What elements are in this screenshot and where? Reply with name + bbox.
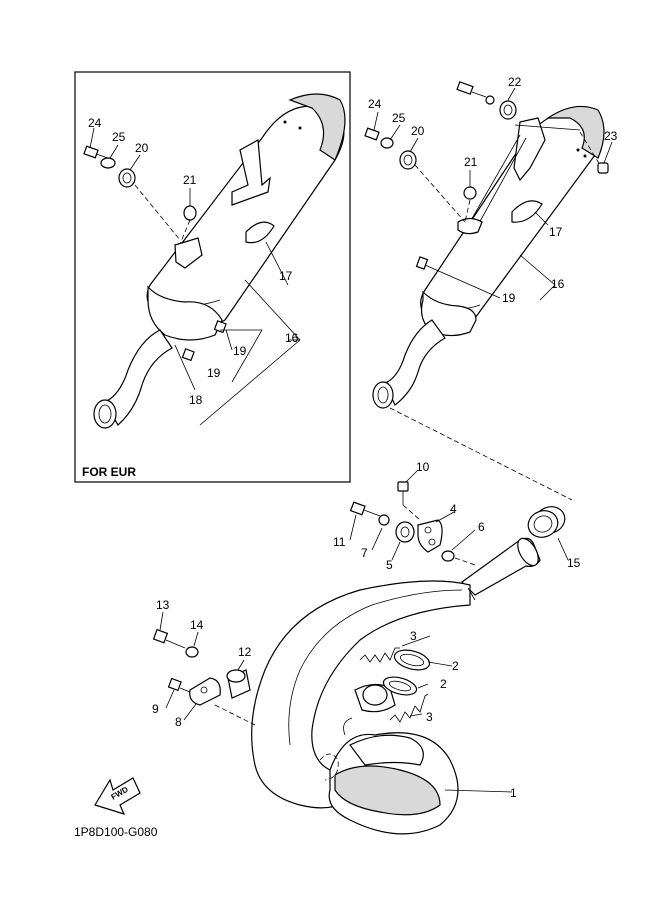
callout-21: 21 [464,155,478,169]
callout-6: 6 [478,520,485,534]
inset-callout-19-upper: 19 [233,344,247,358]
silencer-hardware [364,81,609,270]
joint-hardware [349,481,476,566]
callout-19: 19 [502,291,516,305]
callout-7: 7 [361,546,368,560]
callout-2-lower: 2 [440,677,447,691]
callout-2-upper: 2 [452,659,459,673]
callout-12: 12 [238,645,252,659]
callout-20: 20 [411,124,425,138]
callout-16: 16 [551,277,565,291]
callout-3-upper: 3 [410,629,417,643]
callout-5: 5 [386,558,393,572]
callout-8: 8 [175,715,182,729]
callout-24: 24 [368,97,382,111]
exhaust-pipe [251,537,541,835]
callout-14: 14 [190,618,204,632]
pipe-seals-and-springs [359,635,513,793]
mount-hardware [152,611,256,726]
callout-11: 11 [333,535,346,549]
inset-callout-19-lower: 19 [207,366,221,380]
callout-1: 1 [510,786,517,800]
callout-3-lower: 3 [426,710,433,724]
inset-callout-16: 16 [285,331,299,345]
callout-9: 9 [152,702,159,716]
inset-title: FOR EUR [82,465,136,479]
inset-callout-21: 21 [183,173,197,187]
joint-leaders [349,469,476,561]
callout-17: 17 [549,225,563,239]
inset-callout-20: 20 [135,141,149,155]
gasket-15 [527,506,569,561]
inset-callout-18: 18 [189,393,203,407]
callout-22: 22 [508,75,522,89]
inset-callout-17: 17 [279,269,293,283]
inset-for-eur: FOR EUR [74,71,351,483]
callout-4: 4 [450,502,457,516]
inset-callout-24: 24 [88,116,102,130]
inset-leaders [89,127,301,426]
callout-10: 10 [416,460,430,474]
callout-13: 13 [156,598,170,612]
callout-23: 23 [604,129,618,143]
inset-silencer [93,93,346,429]
silencer-leaders [373,87,613,501]
fwd-arrow: FWD [94,777,141,815]
callout-25: 25 [392,111,406,125]
callout-15: 15 [567,556,581,570]
inset-callout-25: 25 [112,130,126,144]
diagram-code: 1P8D100-G080 [74,825,158,839]
